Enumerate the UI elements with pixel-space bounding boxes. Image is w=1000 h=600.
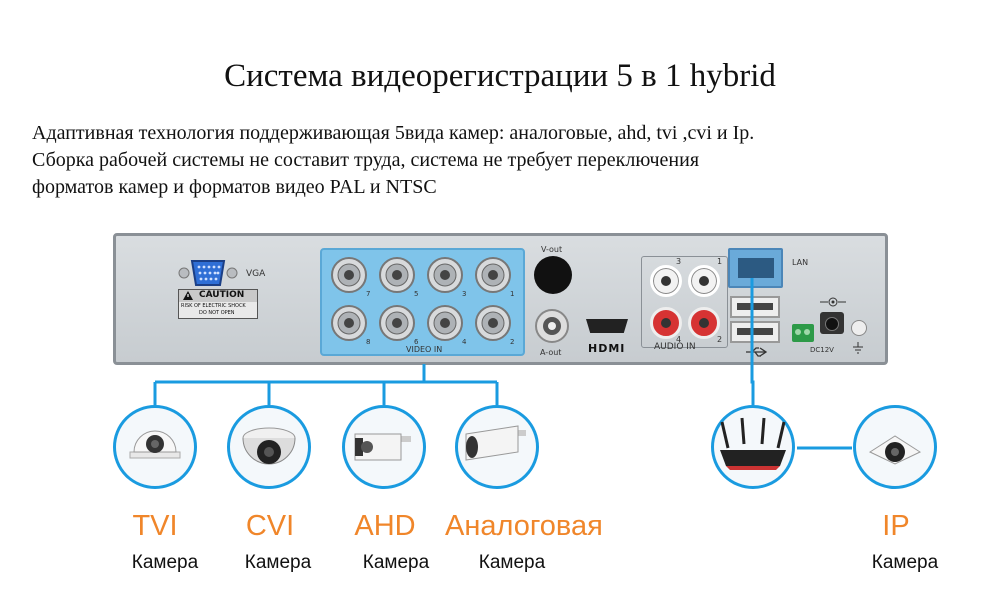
vout-port bbox=[534, 256, 572, 294]
audio-in-label: AUDIO IN bbox=[654, 342, 696, 352]
camera-type-label: AHD bbox=[354, 510, 416, 542]
caution-title: CAUTION bbox=[199, 290, 245, 300]
audio-number: 3 bbox=[676, 257, 682, 266]
ip-camera-circle bbox=[853, 405, 937, 489]
alarm-terminal bbox=[792, 324, 814, 342]
bnc-connector bbox=[378, 256, 416, 294]
hdmi-label: HDMI bbox=[588, 342, 626, 355]
audio-jack-white bbox=[650, 265, 682, 297]
audio-jack-white bbox=[688, 265, 720, 297]
dome-camera-icon bbox=[129, 430, 181, 459]
bnc-connector bbox=[474, 256, 512, 294]
router-circle bbox=[711, 405, 795, 489]
bnc-number: 1 bbox=[510, 290, 515, 298]
tvi-camera-circle bbox=[113, 405, 197, 489]
description-line-2: Сборка рабочей системы не составит труда… bbox=[32, 149, 700, 171]
rca-connector-icon bbox=[535, 309, 569, 343]
camera-sub-label: Камера bbox=[362, 552, 430, 573]
aout-port bbox=[534, 308, 570, 344]
bnc-connector bbox=[426, 256, 464, 294]
analog-camera-circle bbox=[455, 405, 539, 489]
camera-sub-label: Камера bbox=[131, 552, 199, 573]
ahd-camera-circle bbox=[342, 405, 426, 489]
lan-port bbox=[728, 248, 783, 288]
bnc-connector bbox=[474, 304, 512, 342]
hdmi-port bbox=[586, 319, 628, 333]
camera-sub-label: Камера bbox=[244, 552, 312, 573]
camera-sub-label: Камера bbox=[871, 552, 939, 573]
bnc-connector bbox=[330, 304, 368, 342]
vout-label: V-out bbox=[541, 245, 563, 254]
bnc-number: 4 bbox=[462, 338, 467, 346]
camera-type-label: Аналоговая bbox=[445, 510, 603, 542]
router-icon bbox=[720, 417, 786, 470]
description-line-3: форматов камер и форматов видео PAL и NT… bbox=[32, 176, 437, 198]
audio-in-block: 3 1 4 2 bbox=[641, 256, 728, 348]
bnc-number: 5 bbox=[414, 290, 419, 298]
bnc-number: 8 bbox=[366, 338, 371, 346]
cvi-camera-circle bbox=[227, 405, 311, 489]
audio-number: 1 bbox=[717, 257, 723, 266]
usb-icon bbox=[746, 347, 768, 357]
dvr-rear-panel: VGA CAUTION RISK OF ELECTRIC SHOCK DO NO… bbox=[113, 233, 888, 365]
video-in-block: 7 5 3 1 8 6 4 2 VIDEO IN bbox=[320, 248, 525, 356]
bnc-connector bbox=[426, 304, 464, 342]
page-title: Система видеорегистрации 5 в 1 hybrid bbox=[224, 58, 776, 94]
audio-jack-red bbox=[688, 307, 720, 339]
camera-sub-label: Камера bbox=[478, 552, 546, 573]
power-jack bbox=[820, 312, 844, 334]
bnc-number: 7 bbox=[366, 290, 371, 298]
camera-type-label: TVI bbox=[132, 510, 178, 542]
lan-label: LAN bbox=[792, 258, 809, 267]
vga-label: VGA bbox=[246, 269, 266, 279]
camera-type-label: IP bbox=[882, 510, 910, 542]
power-label: DC12V bbox=[810, 346, 834, 354]
ground-icon bbox=[853, 342, 863, 354]
vga-port-icon bbox=[178, 260, 238, 286]
audio-jack-red bbox=[650, 307, 682, 339]
description-line-1: Адаптивная технология поддерживающая 5ви… bbox=[32, 122, 755, 144]
bnc-connector bbox=[378, 304, 416, 342]
vga-port bbox=[178, 258, 238, 288]
audio-number: 2 bbox=[717, 335, 723, 344]
usb-port bbox=[730, 321, 780, 343]
camera-type-label: CVI bbox=[245, 510, 295, 542]
bnc-connector bbox=[330, 256, 368, 294]
warning-icon bbox=[183, 291, 193, 300]
bullet-camera-icon bbox=[354, 433, 411, 461]
video-in-label: VIDEO IN bbox=[406, 345, 443, 354]
ip-camera-icon bbox=[868, 435, 922, 465]
bullet-camera-icon bbox=[465, 425, 526, 461]
audio-number: 4 bbox=[676, 335, 682, 344]
dome-camera-icon bbox=[242, 427, 296, 465]
caution-line-2: DO NOT OPEN bbox=[199, 310, 235, 316]
caution-header: CAUTION bbox=[179, 290, 257, 302]
bnc-number: 6 bbox=[414, 338, 419, 346]
bnc-number: 3 bbox=[462, 290, 467, 298]
caution-label: CAUTION RISK OF ELECTRIC SHOCK DO NOT OP… bbox=[178, 289, 258, 319]
caution-line-1: RISK OF ELECTRIC SHOCK bbox=[181, 303, 246, 309]
aout-label: A-out bbox=[540, 348, 562, 357]
description: Адаптивная технология поддерживающая 5ви… bbox=[32, 120, 982, 201]
bnc-number: 2 bbox=[510, 338, 515, 346]
usb-port bbox=[730, 296, 780, 318]
polarity-icon bbox=[820, 297, 846, 307]
ground-screw bbox=[851, 320, 867, 336]
